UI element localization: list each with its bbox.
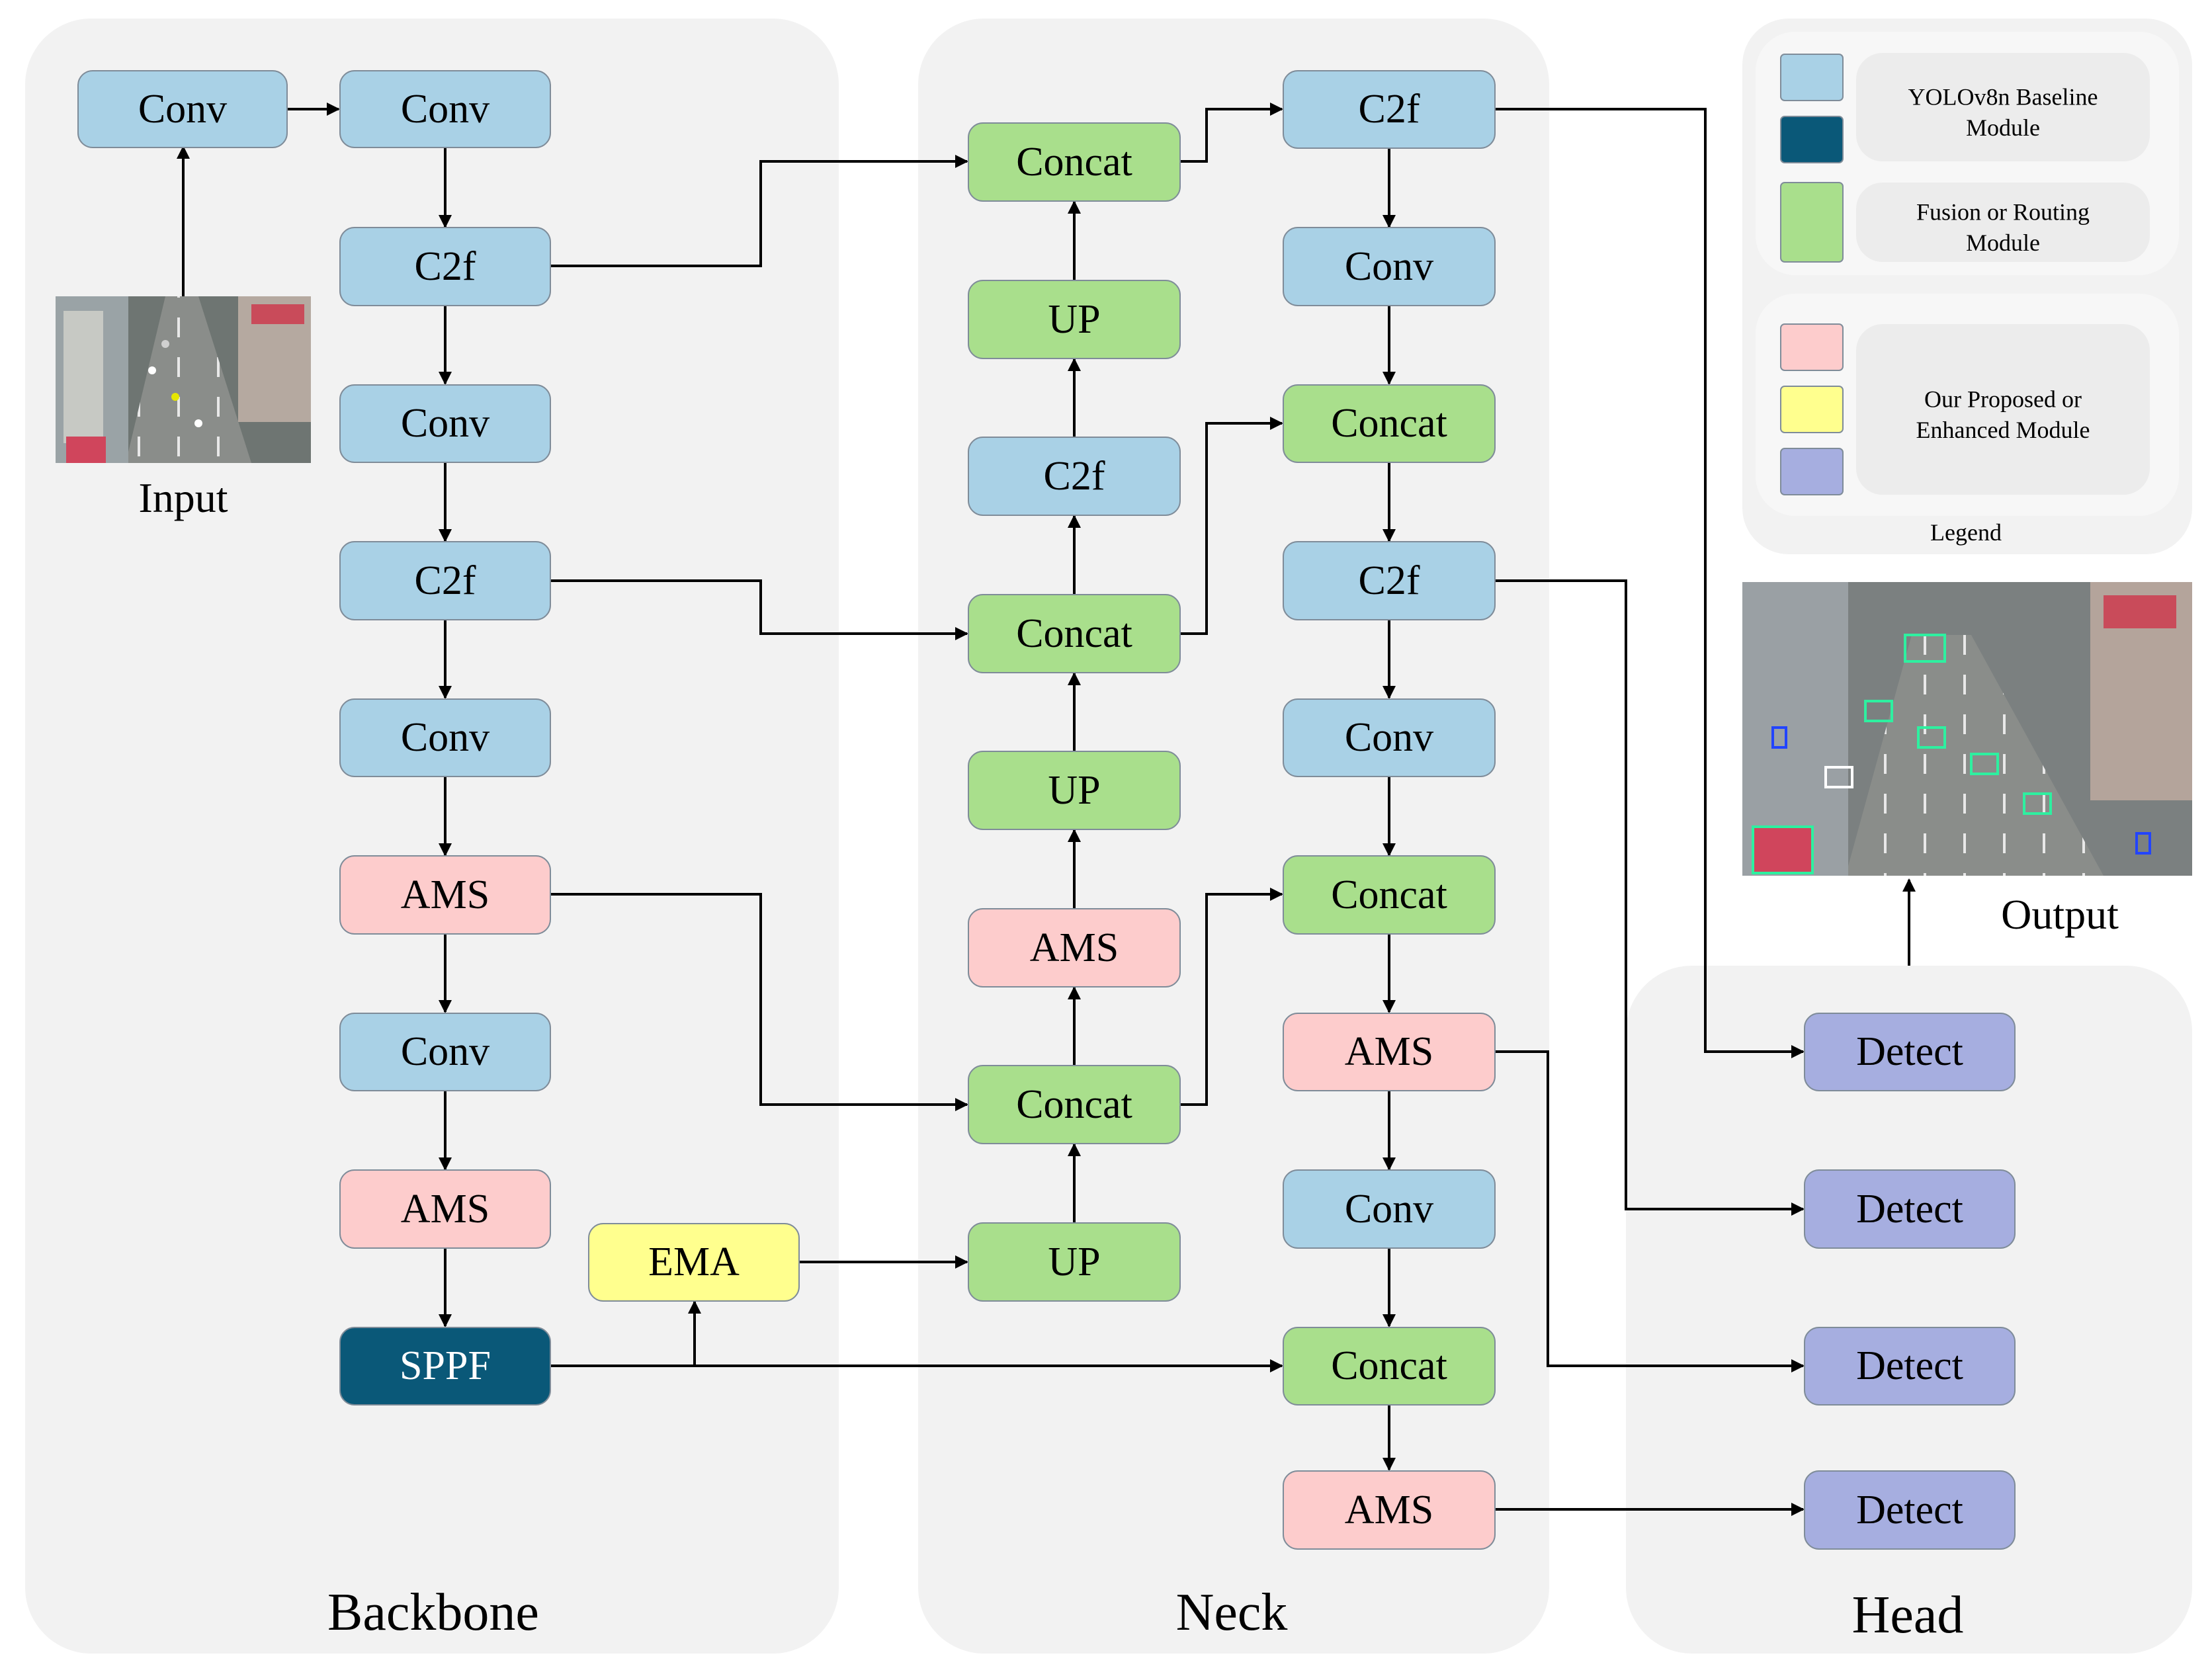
svg-text:UP: UP — [1048, 768, 1100, 813]
svg-text:Conv: Conv — [401, 87, 489, 132]
backbone-conv-0: Conv — [77, 70, 288, 148]
svg-text:Concat: Concat — [1016, 611, 1132, 656]
backbone-label: Backbone — [327, 1583, 539, 1642]
svg-text:Detect: Detect — [1856, 1488, 1963, 1533]
backbone-ams-2: AMS — [339, 1169, 551, 1249]
legend-swatch-ema — [1780, 386, 1844, 433]
ema-module: EMA — [588, 1223, 800, 1302]
svg-text:Concat: Concat — [1331, 401, 1447, 446]
head-label: Head — [1852, 1586, 1964, 1644]
svg-text:Conv: Conv — [401, 401, 489, 446]
detect-head-3: Detect — [1804, 1327, 2016, 1406]
edge-rams1-d3 — [1495, 1050, 1805, 1372]
backbone-sppf: SPPF — [339, 1327, 551, 1406]
svg-text:Conv: Conv — [401, 715, 489, 760]
svg-text:Concat: Concat — [1331, 872, 1447, 917]
svg-text:AMS: AMS — [1030, 925, 1119, 970]
svg-text:Detect: Detect — [1856, 1343, 1963, 1388]
input-image — [56, 296, 311, 463]
neck-up-2: UP — [968, 751, 1181, 830]
edge-rc2f2-d2 — [1495, 579, 1805, 1216]
legend-swatch-detect — [1780, 448, 1844, 495]
detect-head-2: Detect — [1804, 1169, 2016, 1249]
detect-head-1: Detect — [1804, 1013, 2016, 1091]
backbone-conv-4: Conv — [339, 1013, 551, 1091]
svg-text:Conv: Conv — [1345, 715, 1433, 760]
neck-right-concat-3: Concat — [1283, 1327, 1496, 1406]
svg-text:C2f: C2f — [415, 244, 476, 289]
neck-ams-1: AMS — [968, 908, 1181, 987]
backbone-c2f-1: C2f — [339, 227, 551, 306]
neck-concat-3: Concat — [968, 1065, 1181, 1144]
backbone-conv-3: Conv — [339, 698, 551, 777]
svg-text:C2f: C2f — [1359, 87, 1420, 132]
neck-right-concat-2: Concat — [1283, 855, 1496, 935]
backbone-c2f-2: C2f — [339, 541, 551, 620]
svg-text:UP: UP — [1048, 1239, 1100, 1284]
svg-text:Detect: Detect — [1856, 1029, 1963, 1074]
neck-c2f-1: C2f — [968, 437, 1181, 516]
neck-right-c2f-2: C2f — [1283, 541, 1496, 620]
svg-text:Conv: Conv — [1345, 244, 1433, 289]
head-panel — [1626, 966, 2192, 1654]
neck-concat-2: Concat — [968, 594, 1181, 673]
edge-c2f1-nconcat1 — [550, 155, 968, 267]
svg-text:Concat: Concat — [1016, 140, 1132, 185]
svg-text:Detect: Detect — [1856, 1187, 1963, 1232]
detect-head-4: Detect — [1804, 1470, 2016, 1550]
edge-ams1-nconcat3 — [550, 893, 968, 1111]
edge-nconcat1-rc2f1 — [1180, 103, 1283, 163]
legend-swatch-baseline-dark — [1780, 116, 1844, 163]
neck-right-conv-3: Conv — [1283, 1169, 1496, 1249]
neck-right-conv-2: Conv — [1283, 698, 1496, 777]
neck-up-1: UP — [968, 280, 1181, 359]
neck-label: Neck — [1176, 1583, 1288, 1642]
svg-text:Conv: Conv — [138, 87, 227, 132]
svg-text:Conv: Conv — [401, 1029, 489, 1074]
svg-text:AMS: AMS — [1345, 1488, 1433, 1533]
svg-text:Concat: Concat — [1331, 1343, 1447, 1388]
backbone-conv-2: Conv — [339, 384, 551, 463]
neck-concat-1: Concat — [968, 122, 1181, 202]
legend-title: Legend — [1930, 519, 2002, 546]
edge-nconcat3-rconcat2 — [1180, 888, 1283, 1106]
legend-swatch-ams — [1780, 323, 1844, 371]
backbone-conv-1: Conv — [339, 70, 551, 148]
svg-text:C2f: C2f — [1359, 558, 1420, 603]
edge-c2f2-nconcat2 — [550, 579, 968, 640]
svg-text:AMS: AMS — [401, 872, 489, 917]
backbone-ams-1: AMS — [339, 855, 551, 935]
edge-nconcat2-rconcat1 — [1180, 417, 1283, 635]
neck-right-ams-2: AMS — [1283, 1470, 1496, 1550]
output-image — [1742, 582, 2192, 876]
neck-right-ams-1: AMS — [1283, 1013, 1496, 1091]
svg-text:EMA: EMA — [648, 1239, 740, 1284]
output-label: Output — [2001, 891, 2119, 938]
neck-right-concat-1: Concat — [1283, 384, 1496, 463]
nodes: Conv Conv C2f Conv C2f Conv AMS Conv AMS… — [77, 70, 2016, 1550]
legend-swatch-baseline — [1780, 54, 1844, 101]
input-label: Input — [138, 474, 228, 521]
svg-text:AMS: AMS — [1345, 1029, 1433, 1074]
legend-swatch-fusion — [1780, 182, 1844, 263]
neck-up-3: UP — [968, 1222, 1181, 1302]
svg-text:Conv: Conv — [1345, 1187, 1433, 1232]
edges — [177, 103, 1916, 1516]
neck-right-conv-1: Conv — [1283, 227, 1496, 306]
edge-rc2f1-d1 — [1495, 108, 1805, 1058]
svg-text:SPPF: SPPF — [400, 1343, 491, 1388]
svg-text:AMS: AMS — [401, 1187, 489, 1232]
svg-text:C2f: C2f — [415, 558, 476, 603]
svg-text:Concat: Concat — [1016, 1082, 1132, 1127]
svg-text:C2f: C2f — [1044, 454, 1105, 499]
neck-right-c2f-1: C2f — [1283, 70, 1496, 149]
svg-text:UP: UP — [1048, 297, 1100, 342]
